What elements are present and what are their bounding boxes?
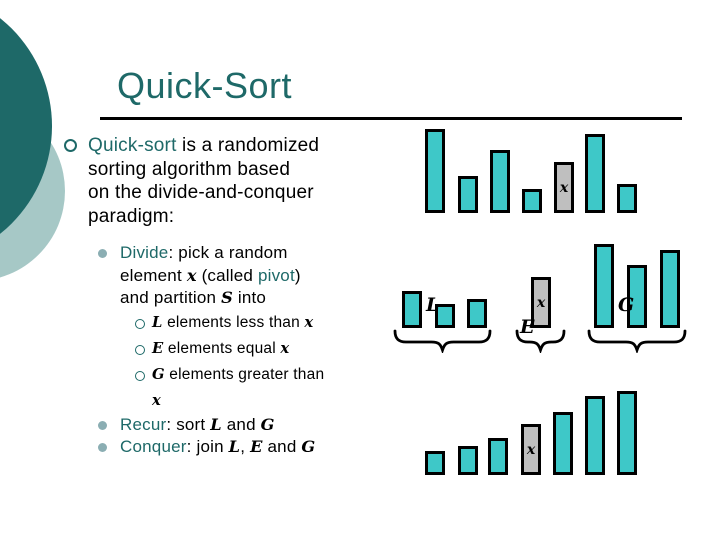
bar [627,265,647,328]
bar [490,150,510,213]
bar [617,184,637,213]
bar [617,391,637,475]
bullet-text: Conquer: join L, E and G [120,437,316,456]
bar [425,129,445,213]
bullet-text: E elements equal x [152,339,290,357]
bar [458,176,478,213]
pivot-bar: x [554,162,574,213]
group-label-E: E [520,316,535,338]
bullet-item-level-3: E elements equal x [63,336,408,362]
bar [425,451,445,475]
underbrace-E [515,329,566,353]
title-underline [100,117,682,120]
underbrace-L [393,329,492,353]
bullet-dot-icon [98,443,107,452]
bar [435,304,455,328]
pivot-bar: x [521,424,541,475]
bullet-item-level-3: L elements less than x [63,310,408,336]
bar [553,412,573,475]
bullet-ring-small-icon [135,318,145,329]
pivot-bar: x [531,277,551,328]
bullet-ring-small-icon [135,370,145,381]
bar [488,438,508,475]
slide-title: Quick-Sort [117,65,293,106]
bar [585,396,605,475]
bar [402,291,422,328]
bar [594,244,614,328]
bar [660,250,680,328]
bullet-text: L elements less than x [152,313,314,331]
bullet-ring-large-icon [64,139,77,152]
bullet-ring-small-icon [135,344,145,355]
bullet-dot-icon [98,249,107,258]
bullet-text: Recur: sort L and G [120,414,275,434]
pivot-x-label: x [526,441,536,458]
bullet-dot-icon [98,420,107,430]
bar [458,446,478,475]
pivot-x-label: x [536,294,546,311]
underbrace-G [587,329,687,353]
group-label-L: L [426,294,440,316]
bar [522,189,542,213]
group-label-G: G [618,294,635,316]
pivot-x-label: x [559,179,569,196]
bar [585,134,605,213]
bullet-item-level-2: Recur: sort L and G [63,414,408,437]
bullet-item-level-2: Conquer: join L, E and G [63,436,408,459]
bar [467,299,487,328]
